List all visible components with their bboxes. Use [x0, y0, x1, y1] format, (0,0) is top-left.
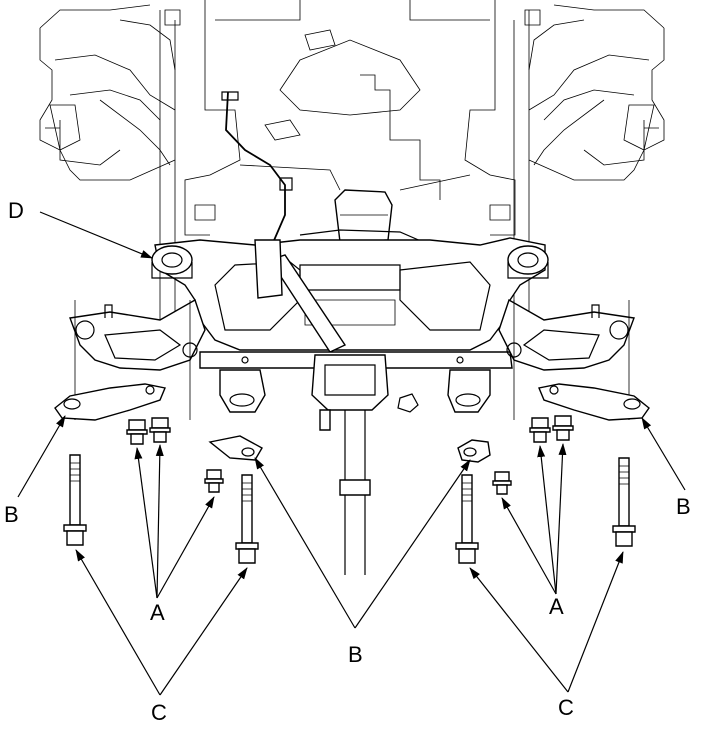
front-subframe: [151, 237, 549, 575]
label-a-right: A: [549, 594, 564, 619]
label-b-center: B: [348, 642, 363, 667]
bolts-c: [63, 454, 636, 564]
label-b-right: B: [676, 494, 691, 519]
label-d: D: [8, 198, 24, 223]
label-b-left: B: [4, 502, 19, 527]
label-c-right: C: [558, 695, 574, 720]
bracket-b-center-left: [208, 435, 263, 461]
label-a-left: A: [150, 600, 165, 625]
bolts-a: [126, 415, 574, 495]
bracket-b-right: [538, 383, 650, 421]
label-c-left: C: [151, 700, 167, 725]
bracket-b-center-right: [457, 439, 491, 463]
left-lower-arm: [69, 298, 206, 420]
steering-gearbox: [299, 189, 431, 246]
right-lower-arm: [498, 298, 635, 420]
leader-lines: [17, 211, 686, 696]
bracket-b-left: [54, 383, 166, 421]
hose-assembly: [221, 91, 293, 246]
